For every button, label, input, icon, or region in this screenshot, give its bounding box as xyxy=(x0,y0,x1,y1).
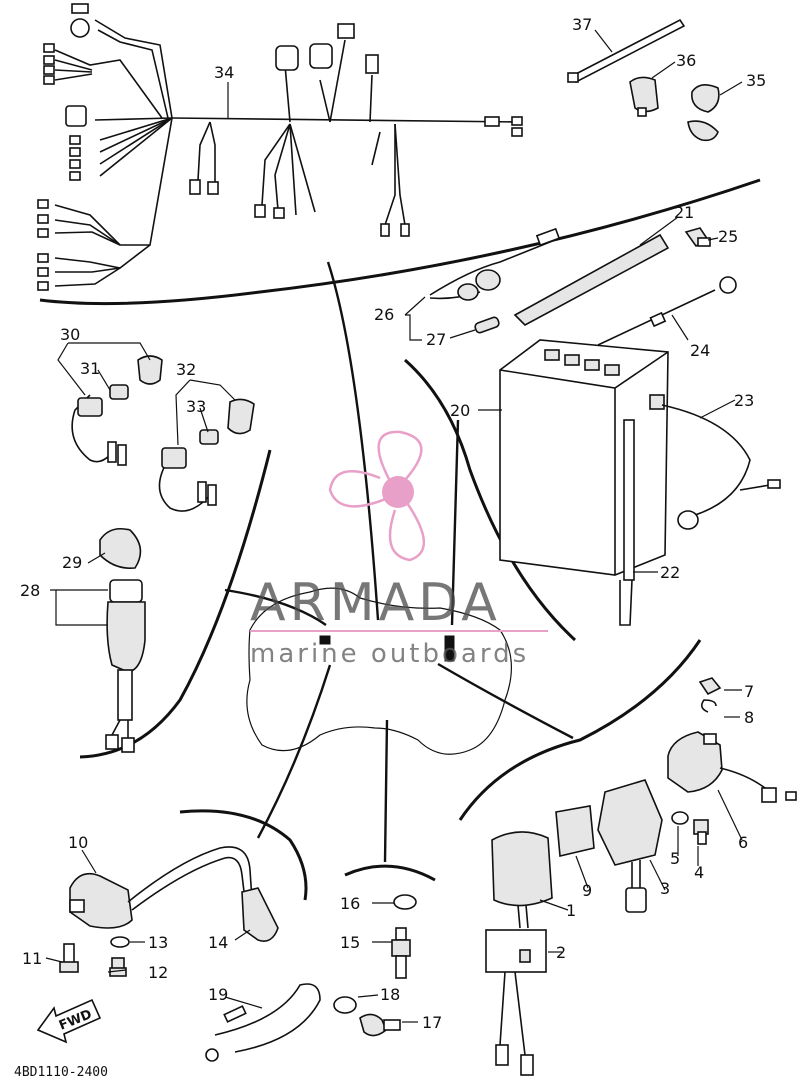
callout-c23: 23 xyxy=(734,391,754,410)
callout-c35: 35 xyxy=(746,71,766,90)
callout-c21: 21 xyxy=(674,203,694,222)
fuse-27 xyxy=(474,316,500,334)
watermark-propeller-logo xyxy=(328,430,425,562)
bolt-11 xyxy=(59,943,79,973)
relay-9 xyxy=(555,805,595,857)
callout-c22: 22 xyxy=(660,563,680,582)
callout-c25: 25 xyxy=(718,227,738,246)
cable-tie xyxy=(567,18,686,84)
callout-c15: 15 xyxy=(340,933,360,952)
callout-c32: 32 xyxy=(176,360,196,379)
callout-c27: 27 xyxy=(426,330,446,349)
harness-region-divider xyxy=(39,178,761,306)
callout-c14: 14 xyxy=(208,933,228,952)
ignition-coil-divider xyxy=(179,809,308,901)
bolt-4 xyxy=(693,819,709,845)
battery-lead-24 xyxy=(597,276,737,346)
leader-regulator-frame xyxy=(437,662,574,740)
cdi-bracket xyxy=(485,929,547,1076)
battery xyxy=(499,339,669,581)
band-clamp xyxy=(687,84,720,142)
leader-harness-frame xyxy=(326,261,380,621)
callout-c18: 18 xyxy=(380,985,400,1004)
rectifier-regulator xyxy=(597,779,663,913)
breather-hose-22 xyxy=(619,579,633,626)
callout-c2: 2 xyxy=(556,943,566,962)
callout-c36: 36 xyxy=(676,51,696,70)
callout-c31: 31 xyxy=(80,359,100,378)
bolt-12 xyxy=(109,957,127,977)
callout-c29: 29 xyxy=(62,553,82,572)
nut-7 xyxy=(698,677,722,696)
washer-13 xyxy=(110,936,130,948)
battery-band xyxy=(513,233,670,326)
callout-c34: 34 xyxy=(214,63,234,82)
watermark: ARMADA marine outboards xyxy=(250,430,548,669)
washer-5 xyxy=(671,811,689,825)
fwd-arrow: FWD xyxy=(36,998,102,1044)
callout-c8: 8 xyxy=(744,708,754,727)
callout-c30: 30 xyxy=(60,325,80,344)
callout-labels: 2 1 3 4 5 6 7 8 9 10 11 12 13 14 15 16 1… xyxy=(20,15,766,1032)
watermark-tagline: marine outboards xyxy=(250,639,529,669)
watermark-brand: ARMADA xyxy=(250,573,501,633)
callout-c1: 1 xyxy=(566,901,576,920)
callout-c3: 3 xyxy=(660,879,670,898)
spark-plug-divider xyxy=(344,864,436,882)
callout-c37: 37 xyxy=(572,15,592,34)
callout-c26: 26 xyxy=(374,305,394,324)
sensor-30 xyxy=(71,355,163,466)
callout-leaders xyxy=(45,29,743,1023)
washer-8 xyxy=(700,699,717,713)
battery-region-divider xyxy=(404,358,577,642)
callout-c11: 11 xyxy=(22,949,42,968)
starter-relay xyxy=(667,731,797,803)
sensor-32 xyxy=(158,398,255,512)
callout-c13: 13 xyxy=(148,933,168,952)
leader-battery-frame xyxy=(450,419,460,626)
ignition-coil xyxy=(69,846,253,929)
wire-harness xyxy=(37,3,523,291)
callout-c10: 10 xyxy=(68,833,88,852)
washer-18 xyxy=(333,996,357,1014)
callout-c28: 28 xyxy=(20,581,40,600)
callout-c5: 5 xyxy=(670,849,680,868)
bolt-25 xyxy=(684,227,711,248)
frame-outline xyxy=(246,587,513,755)
frame-coil-mount xyxy=(319,635,331,645)
leader-plug-frame xyxy=(383,719,389,863)
leader-switch-frame xyxy=(224,588,327,626)
lower-right-divider xyxy=(458,639,702,821)
battery-negative-lead-23 xyxy=(661,404,781,530)
cdi-unit xyxy=(491,831,553,929)
plug-cap-14 xyxy=(241,887,279,942)
callout-c33: 33 xyxy=(186,397,206,416)
callout-c6: 6 xyxy=(738,833,748,852)
leader-coil-frame xyxy=(256,664,332,839)
washer-16 xyxy=(393,894,417,910)
frame-battery-box xyxy=(444,635,455,662)
callout-c4: 4 xyxy=(694,863,704,882)
main-switch xyxy=(99,527,146,753)
callout-c7: 7 xyxy=(744,682,754,701)
callout-c17: 17 xyxy=(422,1013,442,1032)
ground-lead-19 xyxy=(205,983,321,1062)
document-code: 4BD1110-2400 xyxy=(14,1065,108,1080)
wire-clamp xyxy=(629,76,659,117)
callout-c9: 9 xyxy=(582,881,592,900)
spark-plug-15 xyxy=(391,927,411,979)
callout-c24: 24 xyxy=(690,341,710,360)
callout-c12: 12 xyxy=(148,963,168,982)
callout-c19: 19 xyxy=(208,985,228,1004)
bolt-17 xyxy=(359,1013,401,1037)
callout-c16: 16 xyxy=(340,894,360,913)
fuse-holder xyxy=(429,227,561,301)
callout-c20: 20 xyxy=(450,401,470,420)
